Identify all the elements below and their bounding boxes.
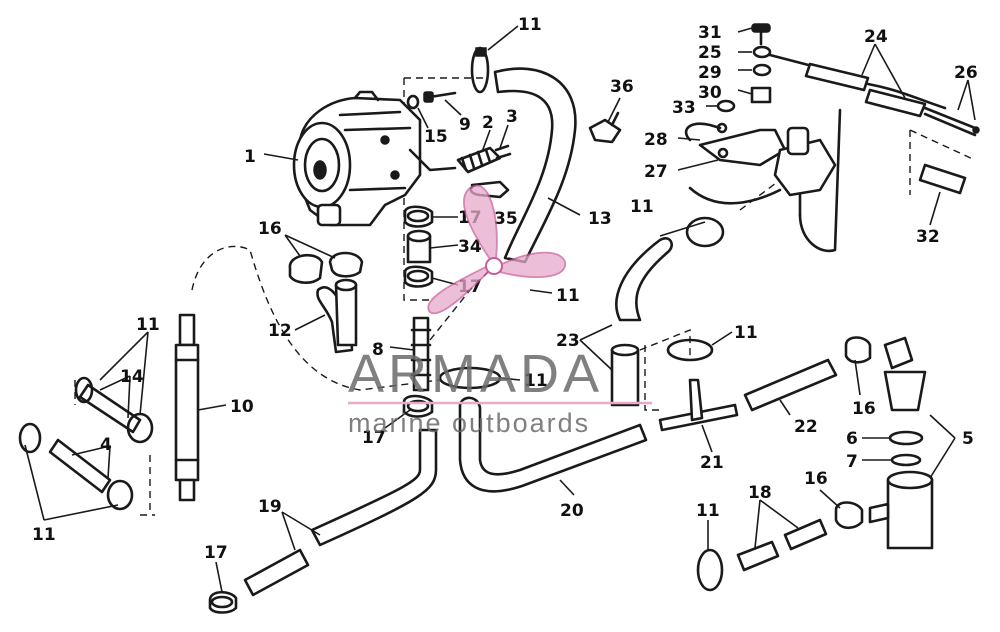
- part-2-plunger: [456, 146, 502, 174]
- callout-16: 16: [258, 219, 282, 239]
- watermark-brand: ARMADA: [348, 344, 603, 404]
- callout-6: 6: [846, 429, 858, 449]
- watermark: ARMADA marine outboards: [348, 184, 652, 438]
- propeller-logo-icon: [427, 184, 566, 315]
- part-19-hose: [243, 428, 438, 597]
- part-3-tube: [494, 144, 512, 160]
- part-10-fuel-line-fitting: [174, 313, 200, 502]
- callout-17: 17: [204, 543, 228, 563]
- callout-11: 11: [630, 197, 654, 217]
- callout-29: 29: [698, 63, 722, 83]
- part-17-clamp-lower: [403, 265, 434, 288]
- callout-31: 31: [698, 23, 722, 43]
- part-1-fuel-pump-body: [292, 90, 457, 227]
- callout-3: 3: [506, 107, 518, 127]
- part-16-clamp-right-upper: [844, 336, 872, 364]
- part-17-clamp-center-bottom: [402, 394, 434, 418]
- callout-12: 12: [268, 321, 292, 341]
- part-20-hose: [458, 396, 648, 493]
- part-8-fitting: [410, 316, 432, 392]
- part-23-elbow-hose: [610, 237, 673, 407]
- callout-11: 11: [524, 371, 548, 391]
- callout-15: 15: [424, 127, 448, 147]
- callout-33: 33: [672, 98, 696, 118]
- callout-9: 9: [459, 115, 471, 135]
- callout-17: 17: [362, 428, 386, 448]
- callout-2: 2: [482, 113, 494, 133]
- part-31-screw: [751, 23, 771, 46]
- callout-34: 34: [458, 237, 482, 257]
- callout-13: 13: [588, 209, 612, 229]
- part-17-clamp-bottom-left: [208, 590, 238, 614]
- regulator-assembly: [688, 108, 842, 253]
- callout-16: 16: [804, 469, 828, 489]
- part-13-hose: [493, 67, 577, 264]
- callout-7: 7: [846, 452, 858, 472]
- part-14-hose-segment: [74, 376, 154, 444]
- callout-5: 5: [962, 429, 974, 449]
- callout-1: 1: [244, 147, 256, 167]
- part-25-washer: [752, 45, 772, 59]
- callout-25: 25: [698, 43, 722, 63]
- part-30-nut: [750, 86, 772, 104]
- callout-36: 36: [610, 77, 634, 97]
- part-9-screw: [423, 91, 457, 103]
- callout-32: 32: [916, 227, 940, 247]
- callout-27: 27: [644, 162, 668, 182]
- part-16-clamp-left: [288, 251, 364, 284]
- part-17-clamp-upper: [403, 205, 434, 228]
- part-29-washer: [752, 63, 772, 77]
- part-15-washer: [406, 94, 420, 110]
- part-22-hose: [743, 358, 838, 412]
- callout-11: 11: [696, 501, 720, 521]
- callout-21: 21: [700, 453, 724, 473]
- part-16-clamp-right-lower: [834, 501, 864, 530]
- callout-26: 26: [954, 63, 978, 83]
- callout-8: 8: [372, 340, 384, 360]
- callout-20: 20: [560, 501, 584, 521]
- part-36-fitting: [588, 111, 622, 144]
- part-11-clamp-top: [470, 46, 490, 94]
- part-12-hose: [316, 278, 358, 354]
- part-24-wire-lead: [768, 53, 947, 118]
- callout-4: 4: [100, 435, 112, 455]
- callout-22: 22: [794, 417, 818, 437]
- callout-11: 11: [518, 15, 542, 35]
- leader-lines: [24, 25, 976, 593]
- callout-16: 16: [852, 399, 876, 419]
- watermark-tagline: marine outboards: [348, 408, 590, 438]
- part-5-filter-assembly: [868, 336, 934, 550]
- part-7-o-ring: [890, 453, 922, 467]
- callout-24: 24: [864, 27, 888, 47]
- callout-30: 30: [698, 83, 722, 103]
- part-11-clamp-right: [685, 216, 725, 248]
- part-21-tee-fitting: [658, 378, 739, 432]
- callout-18: 18: [748, 483, 772, 503]
- callout-35: 35: [494, 209, 518, 229]
- part-18-hose-pair: [736, 518, 828, 572]
- callout-11: 11: [136, 315, 160, 335]
- callout-19: 19: [258, 497, 282, 517]
- callout-14: 14: [120, 367, 144, 387]
- callout-labels: 11 31 25 29 30 33 24 26 36 28 27 32 9 15…: [32, 15, 978, 563]
- callout-11: 11: [556, 286, 580, 306]
- part-32-hose: [918, 163, 967, 195]
- part-26-wire-terminal: [923, 106, 980, 137]
- callout-11: 11: [32, 525, 56, 545]
- callout-11: 11: [734, 323, 758, 343]
- callout-10: 10: [230, 397, 254, 417]
- part-4-hose-segment: [18, 422, 134, 511]
- part-27-bracket: [698, 128, 787, 167]
- part-11-clamp-mid: [666, 338, 714, 362]
- callout-23: 23: [556, 331, 580, 351]
- part-11-clamp-bottom: [696, 548, 724, 592]
- part-34-hose-segment: [406, 229, 432, 264]
- part-6-o-ring: [888, 430, 924, 446]
- callout-28: 28: [644, 130, 668, 150]
- part-28-ring-terminal: [684, 122, 728, 142]
